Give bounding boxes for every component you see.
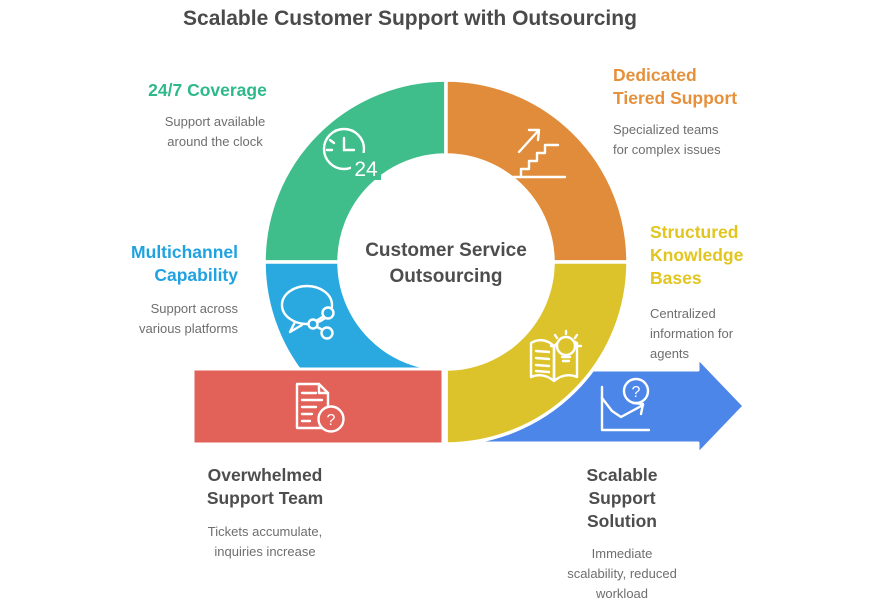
book-lightbulb-icon — [529, 329, 583, 383]
description-24-7-coverage: Support available around the clock — [164, 114, 266, 150]
label-24-7-coverage: 24/7 Coverage — [148, 80, 267, 100]
description-structured-knowledge-bases: Centralized information for agents — [650, 306, 734, 362]
description-dedicated-tiered-support: Specialized teams for complex issues — [613, 122, 721, 158]
problem-band — [191, 367, 445, 446]
stairs-growth-icon — [511, 128, 567, 179]
description-scalable-support-solution: Immediate scalability, reduced workload — [567, 546, 677, 602]
svg-text:?: ? — [632, 384, 641, 401]
segment-structured-knowledge-bases — [444, 260, 630, 446]
segment-dedicated-tiered-support — [444, 78, 630, 264]
ring-center-label: Customer Service Outsourcing — [365, 240, 527, 287]
svg-text:24: 24 — [354, 158, 378, 181]
label-structured-knowledge-bases: Structured Knowledge Bases — [650, 222, 744, 288]
description-overwhelmed-support-team: Tickets accumulate, inquiries increase — [207, 524, 323, 560]
label-dedicated-tiered-support: Dedicated Tiered Support — [613, 65, 738, 108]
label-overwhelmed-support-team: Overwhelmed Support Team — [206, 465, 324, 508]
description-multichannel-capability: Support across various platforms — [139, 301, 238, 337]
chart-question-icon: ? — [600, 377, 651, 432]
page-title: Scalable Customer Support with Outsourci… — [183, 7, 637, 30]
label-scalable-support-solution: Scalable Support Solution — [586, 465, 658, 531]
svg-text:?: ? — [327, 412, 336, 429]
label-multichannel-capability: Multichannel Capability — [131, 242, 238, 285]
clock-24-icon: 24 — [322, 127, 381, 181]
chat-share-icon — [280, 284, 335, 340]
document-question-icon: ? — [295, 382, 345, 433]
